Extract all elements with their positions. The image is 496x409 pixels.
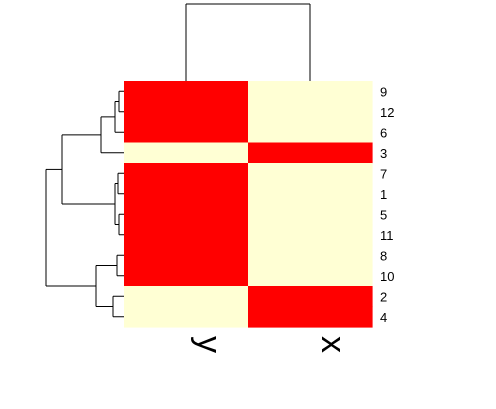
- column-label-x: x: [314, 336, 352, 353]
- heatmap-cell-5-y: [124, 204, 249, 226]
- row-label-4: 4: [380, 310, 387, 325]
- heatmap-cell-4-x: [248, 306, 373, 328]
- heatmap-cell-1-y: [124, 183, 249, 205]
- heatmap-cell-12-x: [248, 101, 373, 123]
- heatmap-cell-4-y: [124, 306, 249, 328]
- row-label-2: 2: [380, 289, 387, 304]
- heatmap-cell-10-x: [248, 265, 373, 287]
- heatmap-cell-9-y: [124, 81, 249, 103]
- heatmap-cell-7-x: [248, 163, 373, 185]
- row-label-3: 3: [380, 146, 387, 161]
- row-label-7: 7: [380, 166, 387, 181]
- heatmap-cell-1-x: [248, 183, 373, 205]
- heatmap-cell-8-y: [124, 245, 249, 267]
- row-label-5: 5: [380, 207, 387, 222]
- row-label-10: 10: [380, 269, 394, 284]
- heatmap-cell-3-y: [124, 142, 249, 164]
- heatmap-cell-2-x: [248, 286, 373, 308]
- row-label-11: 11: [380, 228, 394, 243]
- column-label-y: y: [190, 336, 228, 353]
- heatmap-cell-10-y: [124, 265, 249, 287]
- heatmap-cell-11-y: [124, 224, 249, 246]
- heatmap-cell-5-x: [248, 204, 373, 226]
- row-labels: 9 12 6 3 7 1 5 11 8 10 2 4: [380, 84, 394, 325]
- column-dendrogram: [185, 3, 311, 81]
- row-label-12: 12: [380, 105, 394, 120]
- heatmap-cell-2-y: [124, 286, 249, 308]
- heatmap-cell-9-x: [248, 81, 373, 103]
- row-dendrogram: [45, 90, 124, 318]
- heatmap-cells: [124, 81, 373, 328]
- row-label-8: 8: [380, 248, 387, 263]
- row-label-1: 1: [380, 187, 387, 202]
- heatmap-cell-6-y: [124, 122, 249, 144]
- heatmap-cell-7-y: [124, 163, 249, 185]
- heatmap-cell-12-y: [124, 101, 249, 123]
- heatmap-cell-6-x: [248, 122, 373, 144]
- row-label-6: 6: [380, 125, 387, 140]
- heatmap-cell-3-x: [248, 142, 373, 164]
- heatmap-cell-11-x: [248, 224, 373, 246]
- row-label-9: 9: [380, 84, 387, 99]
- heatmap-cell-8-x: [248, 245, 373, 267]
